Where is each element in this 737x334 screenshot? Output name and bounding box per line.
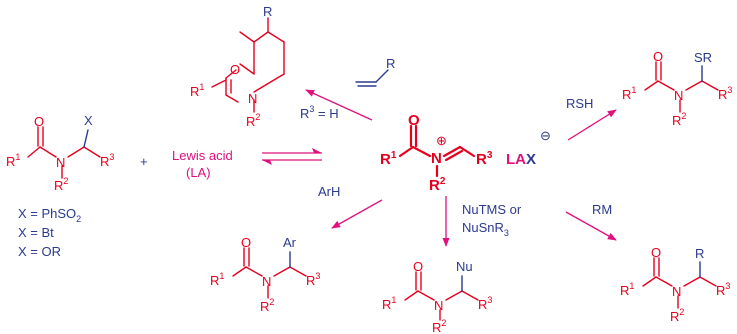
oxazine-oxygen: O [230,62,240,77]
nu-nitrogen: N [434,298,443,313]
iminium-r2: R2 [429,176,446,194]
aryl-nitrogen: N [262,274,271,289]
oxazine-r2: R2 [246,112,260,129]
reagent-arh: ArH [318,184,340,199]
oxazine-labels: R O N R1 R2 R3 = H [190,4,339,129]
rm-r3: R3 [716,281,730,298]
equilibrium-arrows [262,148,322,165]
counter-anion: LAX ⊖ [506,128,551,168]
aryl-r1: R1 [210,271,224,288]
nu-oxygen: O [413,259,423,274]
aryl-r3: R3 [306,271,320,288]
substituent-r3: R3 [100,152,114,169]
oxazine-nitrogen: N [248,91,257,106]
thioether-nitrogen: N [674,88,683,103]
aryl-product: O N Ar R1 R2 R3 [210,235,320,314]
leaving-group-options: X = PhSO2 X = Bt X = OR [18,206,81,259]
iminium-r3: R3 [476,150,493,168]
arrow-to-rm-product [565,211,617,241]
aryl-r2: R2 [260,297,274,314]
starting-material: O X N R1 R2 R3 [6,113,114,193]
arrow-to-oxazine [305,89,373,121]
acyliminium-ion: O N ⊕ R1 R2 R3 [380,112,493,194]
aryl-ar: Ar [283,235,297,250]
lewis-acid-label: Lewis acid [172,148,233,163]
thioether-sr: SR [694,50,712,65]
arrow-to-aryl-product [331,199,383,229]
x-option-2: X = Bt [18,225,54,240]
x-option-1: X = PhSO2 [18,206,81,224]
carbonyl-oxygen: O [34,114,44,129]
arrow-to-thioether [567,109,617,141]
nu-product: O N Nu R1 R2 R3 [382,259,492,334]
amide-nitrogen: N [56,155,65,170]
nu-r2: R2 [432,318,446,334]
thioether-r3: R3 [718,85,732,102]
thioether-oxygen: O [653,49,663,64]
aryl-oxygen: O [241,235,251,250]
thioether-r1: R1 [622,85,636,102]
substituent-r1: R1 [6,152,20,169]
rm-nitrogen: N [672,284,681,299]
rm-r: R [695,246,704,261]
nu-r3: R3 [478,295,492,312]
reagent-nusnr3: NuSnR3 [462,220,509,238]
oxazine-product [211,17,285,113]
r3-equals-h: R3 = H [300,104,339,121]
reagent-rm: RM [592,202,612,217]
leaving-group-x: X [84,113,93,128]
alkene-r: R [386,56,395,71]
rm-product: O N R R1 R2 R3 [620,245,730,324]
reagent-rsh: RSH [566,96,593,111]
iminium-nitrogen: N [431,150,442,167]
plus-sign: + [140,154,148,169]
oxazine-r1: R1 [190,82,204,99]
negative-charge: ⊖ [540,128,551,143]
nu-label: Nu [456,259,473,274]
rm-r2: R2 [670,307,684,324]
thioether-r2: R2 [672,111,686,128]
oxazine-r: R [263,4,272,19]
counter-anion-label: LAX [506,151,536,168]
rm-oxygen: O [651,245,661,260]
substituent-r2: R2 [54,176,68,193]
x-option-3: X = OR [18,244,61,259]
positive-charge: ⊕ [436,133,447,148]
nu-r1: R1 [382,295,396,312]
iminium-carbonyl-oxygen: O [408,112,420,129]
reagent-nutms: NuTMS or [462,202,522,217]
alkene-reagent: R [355,56,395,87]
rm-r1: R1 [620,281,634,298]
lewis-acid: Lewis acid (LA) [172,148,233,180]
lewis-acid-abbrev: (LA) [186,165,211,180]
iminium-r1: R1 [380,150,397,168]
thioether-product: O N SR R1 R2 R3 [622,49,732,128]
